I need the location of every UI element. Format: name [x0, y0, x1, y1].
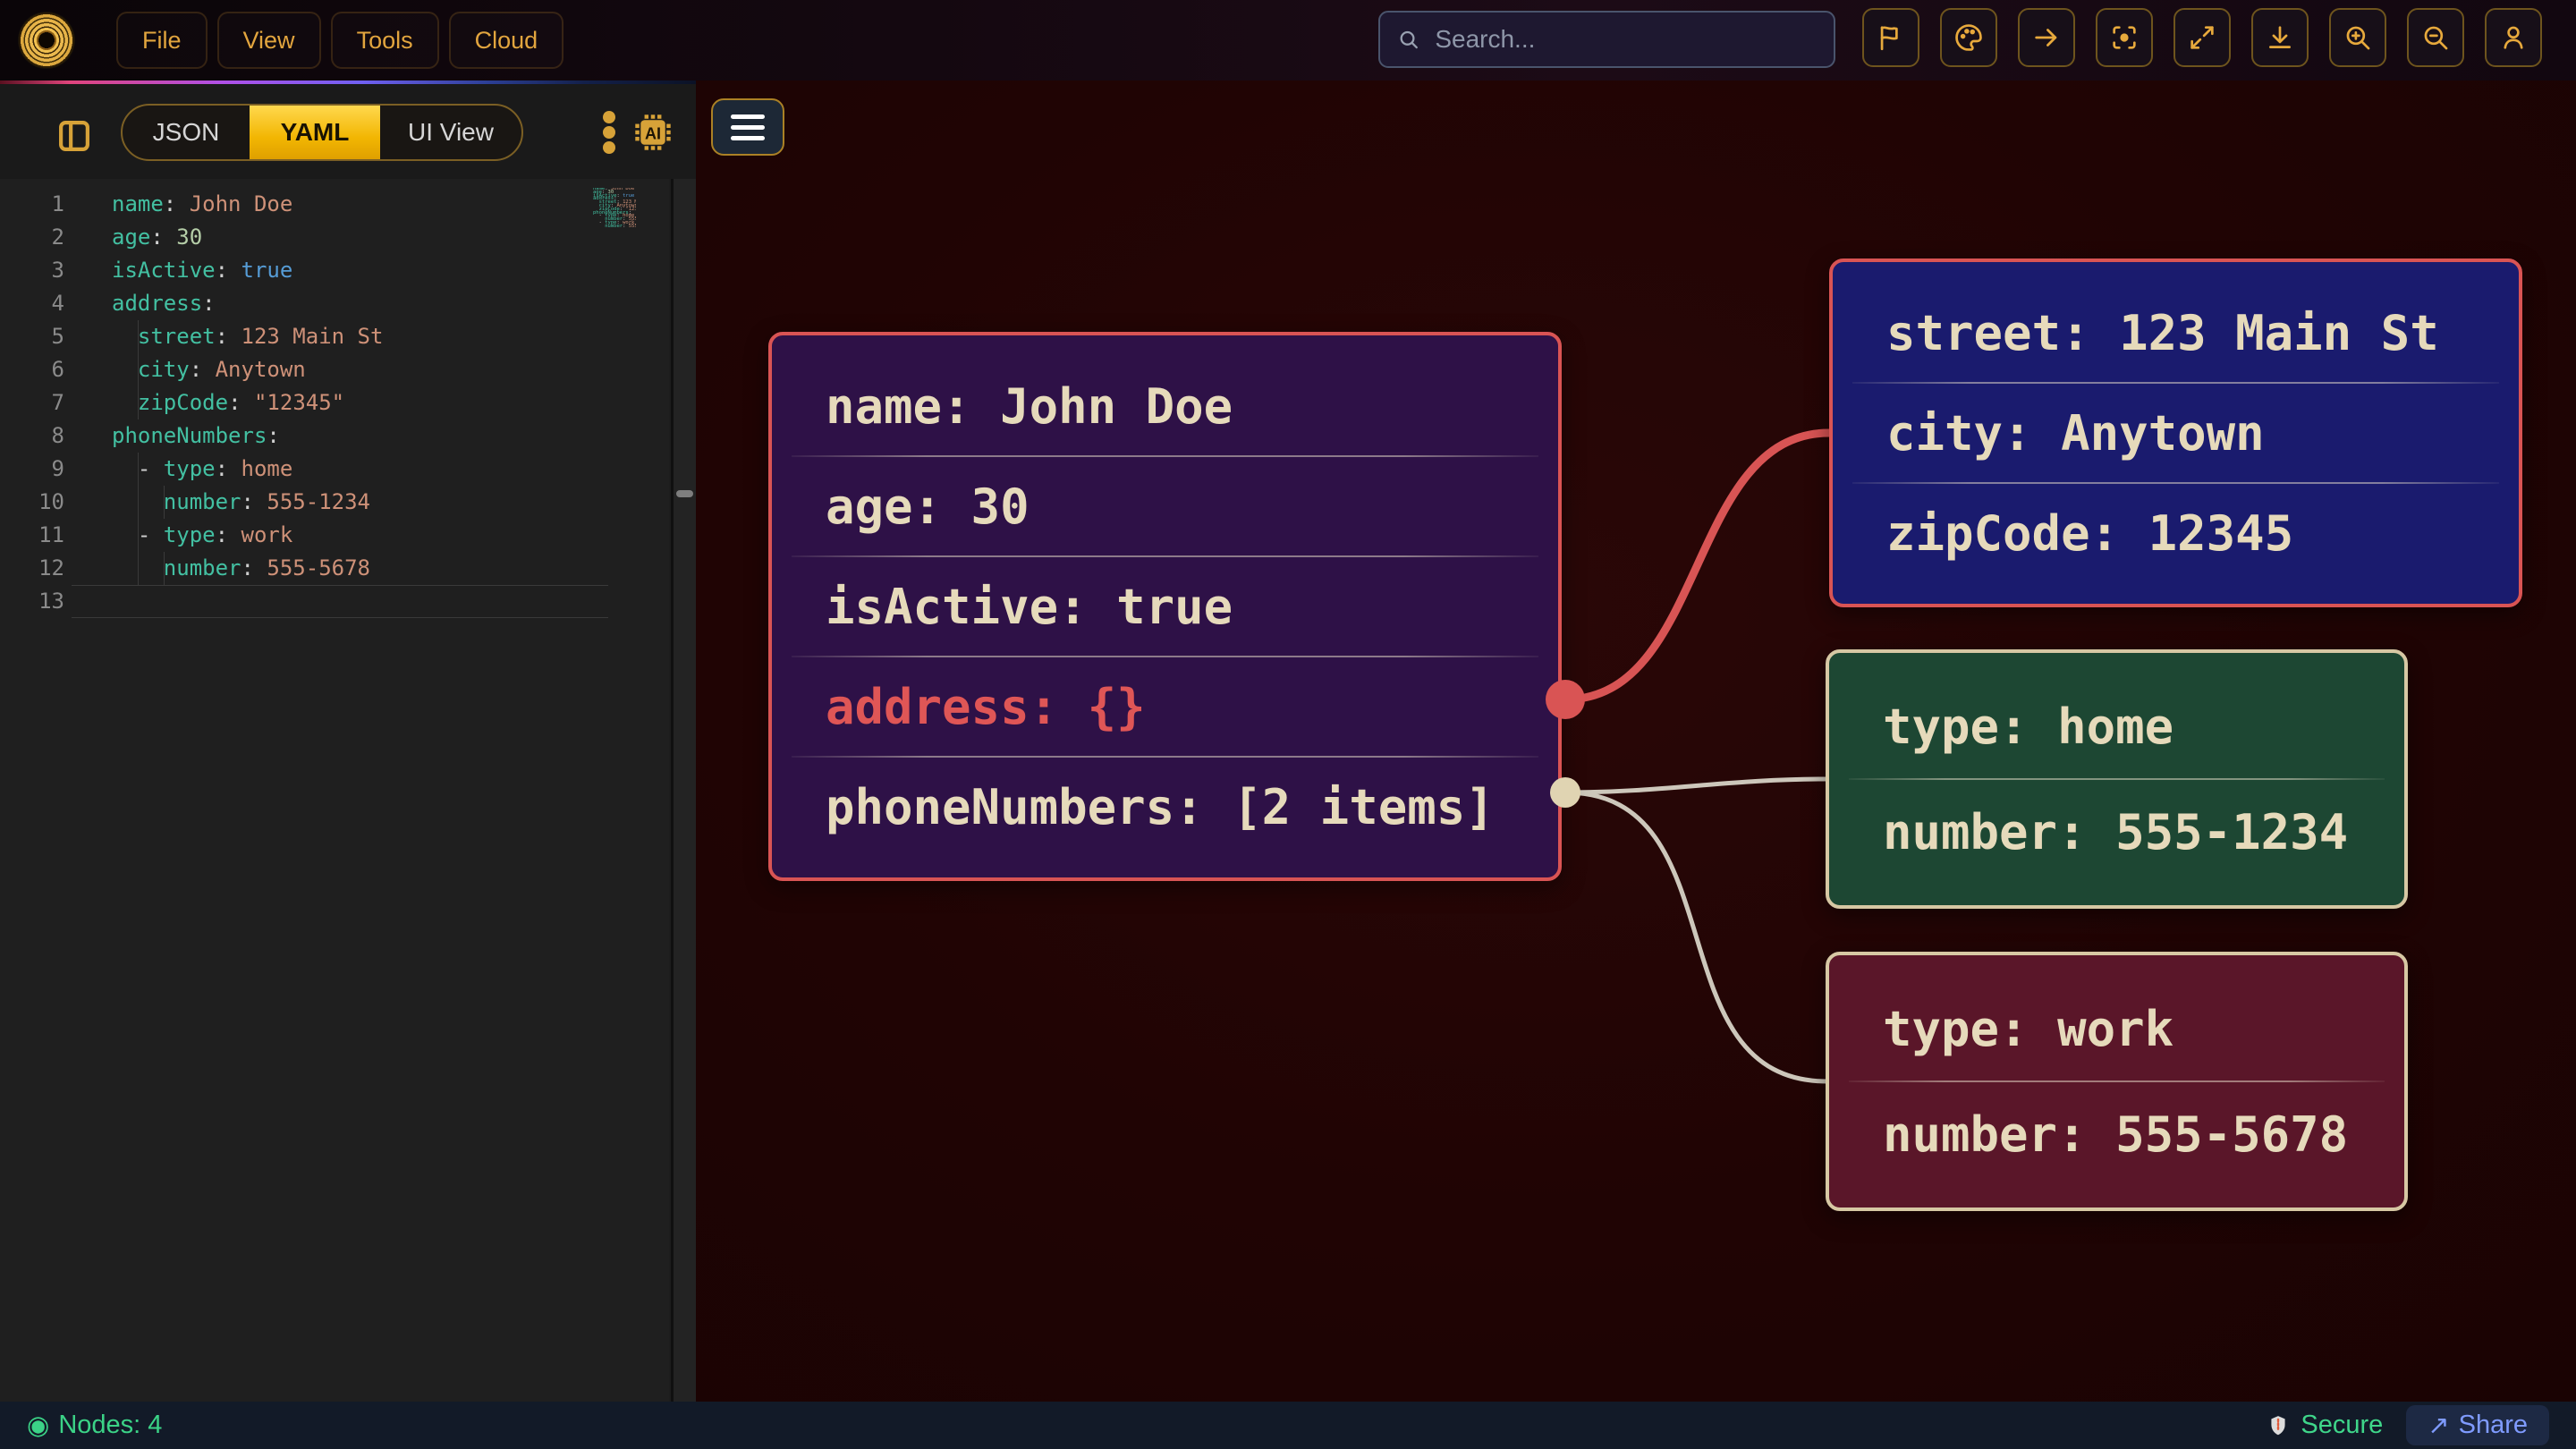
indent-guide [164, 486, 165, 519]
user-icon [2498, 22, 2529, 53]
share-label: Share [2459, 1411, 2528, 1440]
flag-icon [1876, 22, 1906, 53]
port-address[interactable] [1546, 680, 1585, 719]
canvas-menu-button[interactable] [711, 98, 784, 156]
node-row: type: home [1829, 674, 2404, 778]
download-icon [2265, 22, 2295, 53]
node-row: name: John Doe [772, 357, 1558, 455]
node-phone-home[interactable]: type: homenumber: 555-1234 [1826, 649, 2408, 909]
flag-button[interactable] [1862, 8, 1919, 67]
edge-address [1565, 433, 1829, 699]
node-row: phoneNumbers: [2 items] [772, 758, 1558, 856]
zoom-in-button[interactable] [2329, 8, 2386, 67]
edge-phone-work [1565, 792, 1827, 1081]
expand-icon [2187, 22, 2217, 53]
ai-assistant-button[interactable]: AI [631, 110, 674, 155]
center-view-button[interactable] [2096, 8, 2153, 67]
zoom-in-icon [2343, 22, 2373, 53]
resize-drag-handle[interactable] [676, 490, 693, 497]
node-row: isActive: true [772, 557, 1558, 656]
menu-cloud[interactable]: Cloud [449, 12, 564, 69]
yaml-code-editor[interactable]: 12345678910111213 name: John Doeage: 30i… [0, 179, 669, 1402]
zoom-out-icon [2420, 22, 2451, 53]
menu-tools[interactable]: Tools [331, 12, 439, 69]
node-row: zipCode: 12345 [1833, 484, 2519, 582]
share-button[interactable]: ↗ Share [2406, 1405, 2549, 1445]
nodes-count-label: Nodes: 4 [58, 1411, 162, 1440]
panel-resize-gutter[interactable] [671, 179, 696, 1402]
node-address[interactable]: street: 123 Main Stcity: AnytownzipCode:… [1829, 258, 2522, 607]
nodes-count-icon: ◉ [27, 1410, 49, 1441]
tab-yaml[interactable]: YAML [250, 106, 380, 159]
tab-json[interactable]: JSON [123, 106, 250, 159]
palette-icon [1953, 22, 1984, 53]
arrow-right-icon [2031, 22, 2062, 53]
panel-header: JSON YAML UI View AI [0, 84, 696, 179]
account-button[interactable] [2485, 8, 2542, 67]
editor-panel: JSON YAML UI View AI 12345678910111213 n… [0, 80, 696, 1402]
node-row: number: 555-5678 [1829, 1082, 2404, 1186]
app-logo-icon[interactable] [18, 12, 75, 69]
node-row: city: Anytown [1833, 384, 2519, 482]
node-row: number: 555-1234 [1829, 780, 2404, 884]
toolbar-icons [1862, 8, 2542, 67]
panel-left-icon [55, 117, 93, 155]
port-phone-numbers[interactable] [1550, 777, 1580, 808]
download-button[interactable] [2251, 8, 2309, 67]
focus-center-icon [2109, 22, 2140, 53]
node-row: age: 30 [772, 457, 1558, 555]
menu-view[interactable]: View [217, 12, 321, 69]
edge-phone-home [1565, 779, 1827, 792]
share-arrow-icon: ↗ [2428, 1410, 2449, 1441]
fullscreen-button[interactable] [2174, 8, 2231, 67]
status-bar-right: Secure ↗ Share [2267, 1402, 2549, 1449]
node-root[interactable]: name: John Doeage: 30isActive: trueaddre… [768, 332, 1562, 881]
kebab-icon [603, 111, 615, 123]
hamburger-icon [731, 114, 765, 119]
node-row: street: 123 Main St [1833, 284, 2519, 382]
active-line-highlight [72, 585, 608, 618]
search-input[interactable] [1433, 24, 1818, 55]
secure-label: Secure [2301, 1411, 2383, 1440]
shield-icon [2267, 1412, 2290, 1439]
secure-badge: Secure [2267, 1411, 2383, 1440]
node-row: address: {} [772, 657, 1558, 756]
format-tab-group: JSON YAML UI View [121, 104, 523, 161]
graph-canvas[interactable]: name: John Doeage: 30isActive: trueaddre… [696, 80, 2576, 1402]
search-box[interactable] [1378, 11, 1835, 68]
top-bar: File View Tools Cloud [0, 0, 2576, 80]
menu-file[interactable]: File [116, 12, 208, 69]
menu-bar: File View Tools Cloud [116, 12, 564, 69]
editor-options-button[interactable] [597, 109, 622, 156]
code-lines: name: John Doeage: 30isActive: trueaddre… [112, 188, 669, 618]
line-numbers: 12345678910111213 [0, 188, 64, 618]
zoom-out-button[interactable] [2407, 8, 2464, 67]
go-button[interactable] [2018, 8, 2075, 67]
indent-guide [138, 320, 139, 419]
editor-minimap[interactable]: name: John Doeage: 30isActive: trueaddre… [593, 188, 636, 234]
search-icon [1396, 26, 1420, 53]
tab-ui-view[interactable]: UI View [380, 106, 521, 159]
sidebar-toggle-button[interactable] [54, 116, 95, 156]
node-row: type: work [1829, 977, 2404, 1080]
status-bar: ◉ Nodes: 4 Secure ↗ Share [0, 1402, 2576, 1449]
indent-guide [164, 552, 165, 585]
theme-button[interactable] [1940, 8, 1997, 67]
nodes-count: ◉ Nodes: 4 [27, 1410, 162, 1441]
svg-text:AI: AI [645, 124, 661, 142]
node-phone-work[interactable]: type: worknumber: 555-5678 [1826, 952, 2408, 1211]
indent-guide [138, 453, 139, 585]
ai-chip-icon: AI [631, 110, 674, 155]
